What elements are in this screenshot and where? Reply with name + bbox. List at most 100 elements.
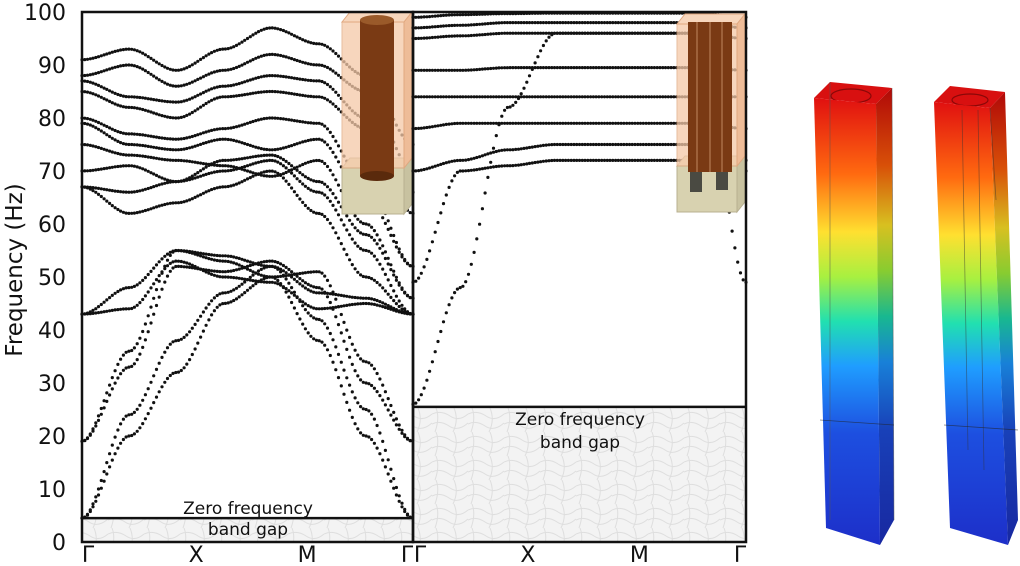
band-point (627, 95, 632, 99)
band-point (143, 208, 147, 213)
band-point (370, 225, 374, 229)
band-point (265, 264, 269, 268)
band-point (168, 201, 172, 205)
band-point (619, 21, 623, 25)
band-point (301, 60, 305, 64)
band-point (113, 206, 117, 210)
band-point (141, 133, 145, 137)
band-point (478, 12, 482, 16)
band-point (600, 158, 604, 162)
band-point (143, 294, 147, 298)
band-point (494, 149, 498, 154)
band-point (497, 66, 501, 70)
band-point (188, 358, 192, 362)
band-point (356, 302, 360, 306)
band-point (268, 26, 272, 30)
band-point (478, 33, 482, 37)
band-point (356, 353, 360, 357)
band-point (655, 158, 659, 162)
band-point (602, 31, 607, 35)
band-point (658, 66, 662, 70)
band-point (458, 68, 462, 72)
band-point (336, 160, 341, 164)
band-point (367, 296, 371, 300)
band-point (348, 408, 352, 412)
band-point (143, 96, 147, 100)
band-point (279, 270, 283, 274)
band-point (232, 268, 236, 273)
band-point (331, 150, 335, 154)
band-point (171, 116, 175, 120)
band-point (141, 96, 145, 100)
band-point (295, 168, 299, 172)
band-point (577, 142, 582, 147)
band-point (171, 201, 175, 205)
band-point (102, 131, 106, 135)
band-point (381, 244, 385, 248)
band-point (273, 74, 277, 78)
band-point (226, 158, 230, 162)
band-point (422, 36, 426, 40)
band-point (392, 486, 396, 490)
band-point (218, 185, 222, 189)
band-point (105, 399, 109, 403)
band-point (259, 160, 263, 164)
band-point (306, 62, 310, 66)
band-point (356, 296, 360, 300)
band-point (281, 176, 285, 180)
band-point (489, 21, 493, 25)
band-point (168, 261, 172, 265)
band-point (127, 349, 131, 353)
band-point (270, 148, 274, 152)
band-point (630, 95, 634, 99)
band-point (652, 21, 657, 25)
band-point (461, 169, 465, 173)
band-point (301, 322, 305, 326)
band-point (397, 283, 401, 287)
band-point (221, 259, 225, 263)
band-point (199, 335, 203, 339)
band-point (232, 138, 236, 142)
band-point (353, 422, 357, 426)
band-point (96, 311, 101, 315)
band-point (325, 185, 330, 189)
band-point (237, 295, 241, 299)
band-point (232, 66, 236, 71)
band-point (500, 66, 504, 70)
band-point (262, 159, 266, 163)
band-point (130, 105, 134, 110)
band-point (176, 84, 181, 88)
band-point (483, 12, 487, 16)
band-point (176, 100, 181, 104)
band-point (281, 90, 285, 94)
k-tick-label: Γ (734, 543, 747, 566)
band-point (336, 54, 341, 58)
band-point (168, 373, 172, 378)
band-point (110, 136, 114, 140)
band-point (179, 264, 183, 269)
band-point (419, 95, 423, 99)
band-point (221, 254, 225, 258)
band-point (226, 126, 230, 130)
band-point (223, 47, 227, 51)
band-point (453, 159, 457, 163)
band-point (309, 138, 313, 142)
band-point (232, 45, 236, 49)
band-point (279, 162, 283, 166)
band-point (201, 269, 205, 273)
band-point (583, 66, 587, 70)
band-point (298, 317, 302, 321)
band-point (455, 68, 459, 72)
band-point (99, 122, 103, 126)
band-point (130, 348, 134, 353)
band-point (176, 248, 181, 253)
band-point (207, 129, 211, 133)
band-point (539, 160, 543, 164)
band-point (160, 182, 164, 186)
band-point (143, 133, 147, 137)
band-point (353, 267, 357, 271)
band-point (309, 94, 313, 98)
band-point (383, 305, 387, 310)
band-point (265, 259, 269, 263)
band-point (243, 122, 247, 126)
